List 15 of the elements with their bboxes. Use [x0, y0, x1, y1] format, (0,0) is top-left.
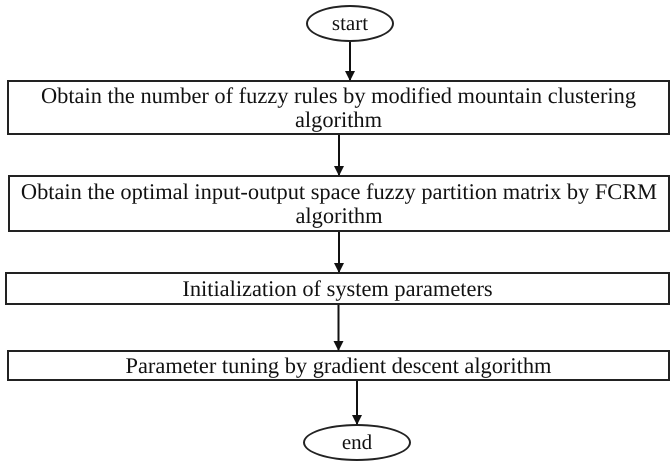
- arrow: [352, 381, 362, 425]
- arrow: [334, 232, 344, 273]
- node-text: Initialization of system parameters: [182, 276, 493, 300]
- node-text: Parameter tuning by gradient descent algorithm: [126, 354, 552, 378]
- process-box: [5, 272, 670, 305]
- arrow: [334, 305, 344, 351]
- node-text: Obtain the optimal input-output space fuzzy partition matrix by FCRM algorithm: [20, 180, 658, 228]
- process-box: [8, 175, 670, 232]
- arrow: [345, 42, 355, 81]
- process-box: [7, 350, 670, 381]
- node-text: Obtain the number of fuzzy rules by modified mountain clustering algorithm: [40, 84, 638, 132]
- node-text: start: [332, 12, 368, 35]
- node-text: end: [342, 431, 372, 454]
- process-box: [7, 80, 670, 135]
- arrow: [334, 135, 344, 176]
